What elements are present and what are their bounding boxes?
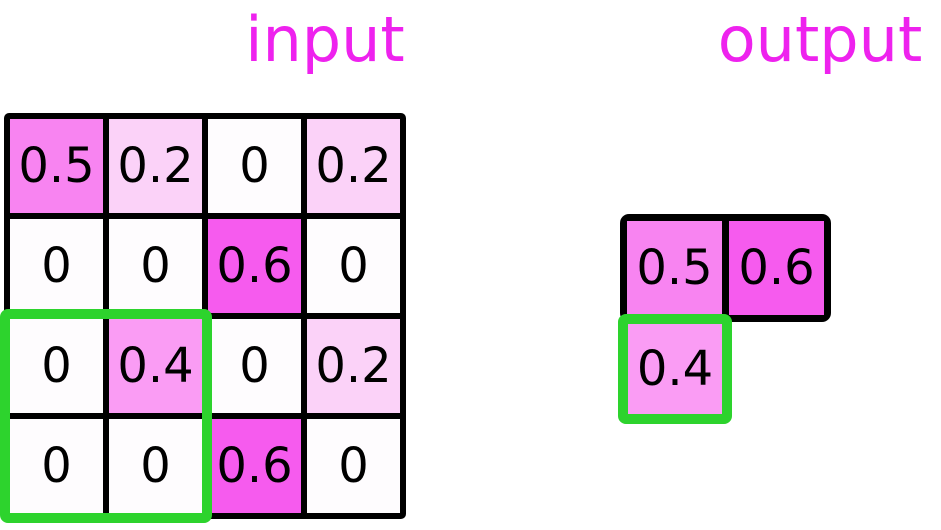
input-cell-r1c3: 0 [208, 119, 301, 213]
input-cell-r4c3: 0.6 [208, 419, 301, 513]
input-grid: 0.5 0.2 0 0.2 0 0 0.6 0 0 0.4 0 0.2 0 0 … [0, 113, 406, 523]
input-cell-r2c3: 0.6 [208, 219, 301, 313]
input-cell-r1c2: 0.2 [109, 119, 202, 213]
input-cell-r2c4: 0 [307, 219, 400, 313]
output-cell-r1c1: 0.5 [627, 221, 722, 315]
output-cell-r1c2: 0.6 [729, 221, 824, 315]
input-cell-r3c1: 0 [10, 319, 103, 413]
input-cell-r3c3: 0 [208, 319, 301, 413]
input-cell-r1c1: 0.5 [10, 119, 103, 213]
output-highlighted-cell: 0.4 [618, 314, 732, 424]
input-grid-cells: 0.5 0.2 0 0.2 0 0 0.6 0 0 0.4 0 0.2 0 0 … [4, 113, 406, 519]
input-cell-r2c2: 0 [109, 219, 202, 313]
output-grid-title: output [717, 3, 923, 76]
input-cell-r4c4: 0 [307, 419, 400, 513]
input-cell-r4c1: 0 [10, 419, 103, 513]
input-cell-r3c2: 0.4 [109, 319, 202, 413]
output-grid: 0.5 0.6 [620, 214, 831, 322]
output-cell-r2c1: 0.4 [628, 324, 722, 414]
input-cell-r4c2: 0 [109, 419, 202, 513]
input-grid-title: input [245, 3, 405, 76]
input-cell-r2c1: 0 [10, 219, 103, 313]
input-cell-r1c4: 0.2 [307, 119, 400, 213]
input-cell-r3c4: 0.2 [307, 319, 400, 413]
